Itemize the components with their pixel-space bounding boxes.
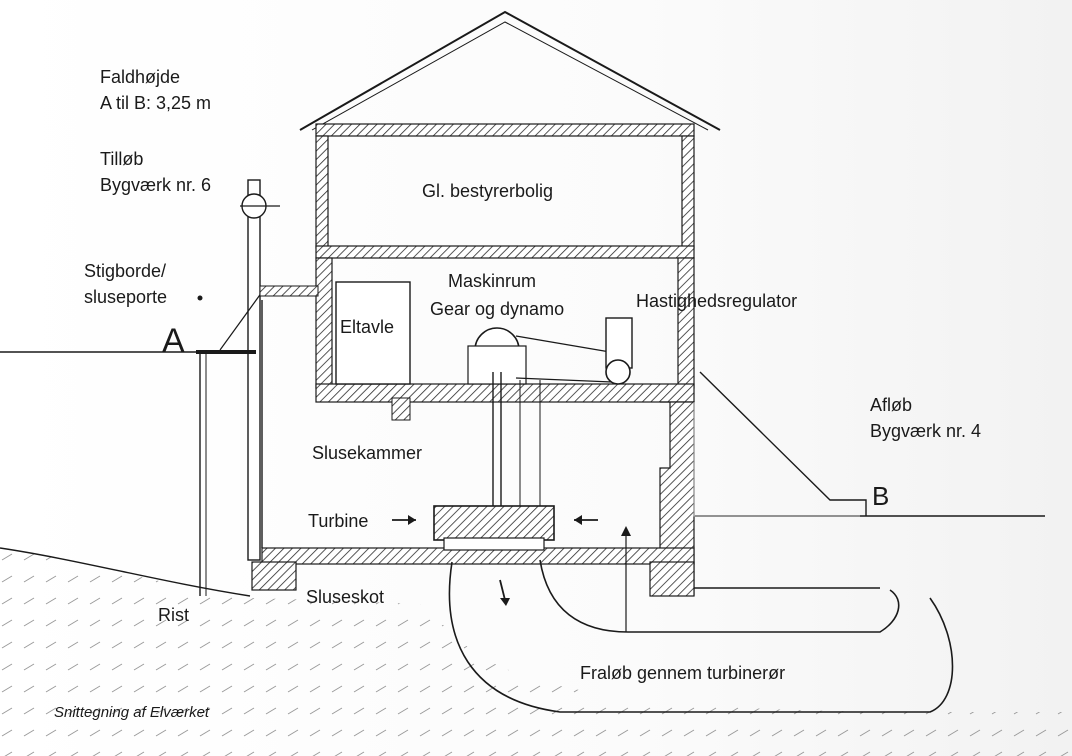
draft-tube [448,559,954,713]
label-faldhojde-1: Faldhøjde [100,67,181,87]
label-faldhojde-2: A til B: 3,25 m [100,93,212,113]
label-point-a: A [162,322,185,360]
label-aflob-1: Afløb [870,395,913,415]
gate-marker [197,295,203,301]
middle-floor-slab [315,245,695,259]
label-slusekammer: Slusekammer [312,443,423,463]
belt-lower [515,377,613,383]
label-rist: Rist [158,605,189,625]
label-stigborde-1: Stigborde/ [84,261,167,281]
label-tillob-2: Bygværk nr. 6 [100,175,212,195]
machine-room-right-wall [677,257,695,389]
gantry [259,285,319,297]
turbine-runner [433,505,555,541]
arrow-up [621,526,631,536]
label-hastighedsregulator: Hastighedsregulator [636,291,798,311]
foundation-right [649,561,695,597]
label-fralob: Fraløb gennem turbinerør [580,663,786,683]
label-tillob-1: Tilløb [100,149,144,169]
label-bestyrerbolig: Gl. bestyrerbolig [422,181,554,201]
ground-line-left [0,547,251,597]
control-panel [335,281,411,385]
label-maskinrum: Maskinrum [448,271,537,291]
label-point-b: B [872,481,890,511]
label-sluseskot: Sluseskot [306,587,385,607]
upper-floor-right-wall [681,135,695,249]
upper-floor-left-wall [315,135,329,249]
sluice-bulkhead [251,561,297,591]
gate-strut [219,291,263,351]
caption: Snittegning af Elværket [54,704,210,721]
label-gear-dynamo: Gear og dynamo [430,299,565,319]
intake-post [247,179,261,561]
machine-room-floor [315,383,695,403]
label-stigborde-2: sluseporte [84,287,168,307]
roof [299,10,721,131]
roof-inner [311,21,709,131]
belt-upper [515,335,611,353]
machine-room-left-wall [315,257,333,389]
downstream-embankment [699,371,867,516]
label-turbine: Turbine [308,511,369,531]
upper-floor-top-slab [315,123,695,137]
terrain-left [0,548,1072,756]
governor-wheel [605,359,631,385]
label-aflob-2: Bygværk nr. 4 [870,421,982,441]
label-eltavle: Eltavle [340,317,395,337]
